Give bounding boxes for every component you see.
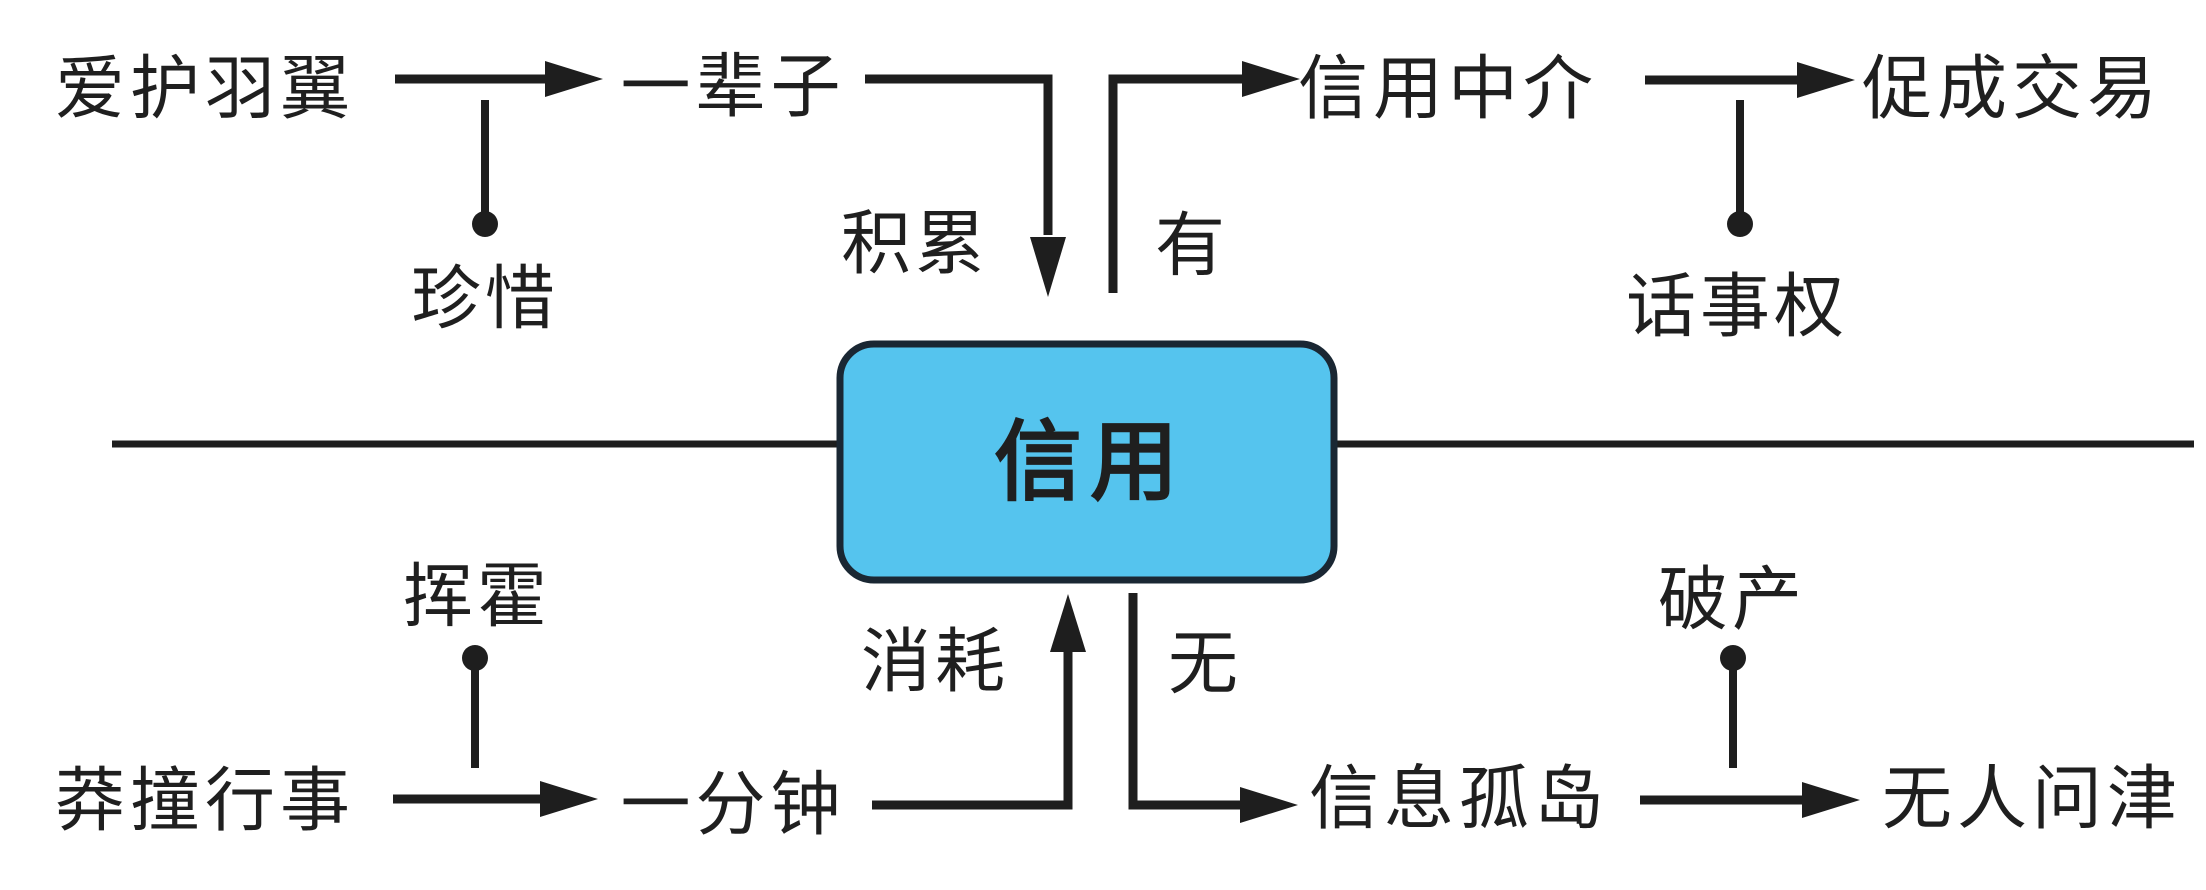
arrowhead-right-icon xyxy=(1242,61,1300,97)
connector-dot-icon xyxy=(472,211,498,237)
edge-label-accumulate: 积累 xyxy=(841,207,989,284)
node-no-one-cares: 无人问津 xyxy=(1882,762,2182,839)
edge-protect-wings-to-lifetime xyxy=(395,61,603,97)
node-lifetime: 一辈子 xyxy=(621,50,846,127)
arrowhead-up-icon xyxy=(1050,594,1086,652)
node-act-rashly: 莽撞行事 xyxy=(55,764,355,841)
edge-label-cherish-connector xyxy=(472,100,498,237)
node-credit: 信用 xyxy=(994,416,1186,513)
edge-label-bankruptcy-connector xyxy=(1720,645,1746,768)
edge-label-decision-power-connector xyxy=(1727,100,1753,237)
node-facilitate-transactions: 促成交易 xyxy=(1862,52,2162,129)
edge-line xyxy=(1108,74,1242,293)
edge-label-cherish: 珍惜 xyxy=(411,262,559,339)
arrowhead-right-icon xyxy=(545,61,603,97)
edge-intermediary-to-deals xyxy=(1645,62,1855,98)
credit-center-box-border xyxy=(836,340,1338,584)
node-credit-intermediary: 信用中介 xyxy=(1298,52,1598,129)
edge-label-decision-power: 话事权 xyxy=(1626,270,1848,347)
arrowhead-right-icon xyxy=(1802,782,1860,818)
edge-label-have: 有 xyxy=(1155,209,1229,286)
edge-line xyxy=(872,652,1073,810)
edge-label-squander: 挥霍 xyxy=(403,560,551,637)
edge-act-rashly-to-one-minute xyxy=(393,781,598,817)
edge-line xyxy=(865,74,1053,235)
arrowhead-right-icon xyxy=(1797,62,1855,98)
edge-label-squander-connector xyxy=(462,645,488,768)
edge-credit-to-info-island xyxy=(1128,593,1298,823)
credit-center-box xyxy=(840,344,1334,580)
edge-one-minute-to-credit xyxy=(872,594,1086,810)
arrowhead-right-icon xyxy=(540,781,598,817)
node-one-minute: 一分钟 xyxy=(621,768,846,845)
node-information-island: 信息孤岛 xyxy=(1309,762,1609,839)
connector-dot-icon xyxy=(462,645,488,671)
edge-info-island-to-no-one-cares xyxy=(1640,782,1860,818)
node-protect-wings: 爱护羽翼 xyxy=(55,52,355,129)
connector-dot-icon xyxy=(1720,645,1746,671)
edge-line xyxy=(1128,593,1240,810)
edge-lifetime-to-credit xyxy=(865,74,1066,297)
edge-credit-to-intermediary xyxy=(1108,61,1300,293)
arrowhead-down-icon xyxy=(1030,237,1066,297)
edge-label-none: 无 xyxy=(1168,627,1242,704)
edge-label-consume: 消耗 xyxy=(861,625,1009,702)
connector-dot-icon xyxy=(1727,211,1753,237)
arrowhead-right-icon xyxy=(1240,787,1298,823)
edge-label-bankruptcy: 破产 xyxy=(1658,563,1806,640)
